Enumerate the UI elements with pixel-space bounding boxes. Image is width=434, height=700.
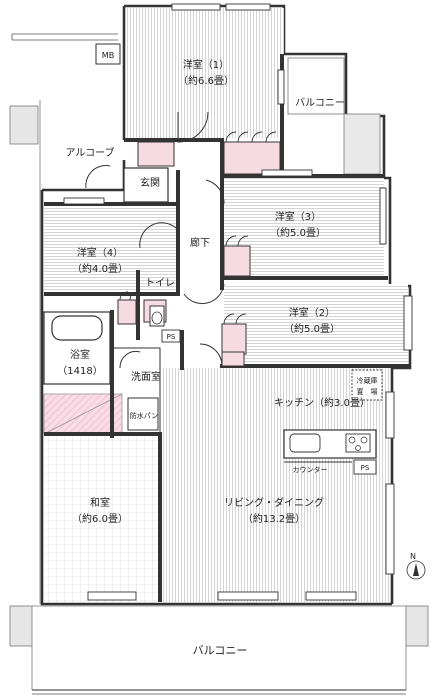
balcony-side-label: バルコニー — [295, 97, 345, 109]
entrance-area — [123, 141, 175, 203]
western-room-4-name: 洋室（4） — [77, 246, 123, 259]
western-room-3-floor — [224, 178, 384, 278]
toilet-fixture — [149, 305, 165, 327]
alcove-name: アルコーブ — [65, 146, 114, 159]
western-room-1-floor — [126, 8, 284, 138]
balcony-side — [287, 57, 381, 175]
western-room-4-floor — [44, 206, 178, 292]
north-label: N — [410, 552, 416, 561]
western-room-2-floor — [224, 284, 408, 364]
western-room-3-name: 洋室（3） — [275, 210, 321, 223]
washroom-name: 洗面室 — [131, 370, 161, 383]
bath-name: 浴室 — [70, 348, 90, 361]
laundry-pan — [127, 397, 159, 431]
ldk-name: リビング・ダイニング — [224, 496, 324, 509]
ps-label-1: PS — [167, 333, 176, 341]
ps-label-2: PS — [361, 464, 370, 472]
washitsu-area: （約6.0畳） — [72, 512, 128, 525]
ps-box-2: PS — [353, 459, 377, 475]
western-room-2-name: 洋室（2） — [289, 306, 335, 319]
fridge-space: 冷蔵庫 置 場 — [351, 369, 383, 401]
toilet-name: トイレ — [145, 278, 175, 289]
closet-doors — [119, 131, 277, 325]
mb-label: MB — [102, 51, 114, 60]
exterior-lines — [11, 33, 118, 41]
living-dining-floor — [162, 368, 390, 602]
western-room-2-area: （約5.0畳） — [284, 322, 340, 335]
door-swings — [85, 111, 225, 369]
waterpan-label: 防水パン — [130, 411, 158, 420]
entrance-name: 玄関 — [140, 176, 160, 189]
western-room-1-area: （約6.6畳） — [178, 74, 234, 87]
bath-area: （1418） — [57, 365, 102, 377]
mb-box: MB — [95, 43, 121, 65]
hallway-name: 廊下 — [190, 236, 210, 249]
western-room-1-name: 洋室（1） — [183, 58, 229, 71]
fridge-label-1: 冷蔵庫 — [357, 376, 378, 385]
western-room-1-wall-right — [280, 54, 284, 174]
balcony-bottom-label: バルコニー — [193, 644, 248, 657]
kitchen-counter — [283, 429, 377, 463]
north-arrow-icon: N — [406, 552, 426, 580]
washitsu-name: 和室 — [90, 496, 110, 509]
room-labels: 洋室（1） （約6.6畳） 洋室（3） （約5.0畳） 洋室（4） （約4.0畳… — [57, 58, 370, 525]
kitchen-name: キッチン（約3.0畳） — [274, 396, 370, 409]
ldk-area: （約13.2畳） — [243, 512, 305, 525]
fridge-label-2: 置 場 — [357, 387, 378, 396]
closets — [117, 141, 281, 367]
left-outside-column — [9, 100, 41, 604]
balcony-bottom — [9, 605, 429, 695]
ps-box-1: PS — [161, 329, 181, 343]
counter-label: カウンター — [293, 465, 328, 474]
western-room-4-area: （約4.0畳） — [72, 262, 128, 275]
western-room-3-area: （約5.0畳） — [270, 226, 326, 239]
bathtub — [51, 315, 103, 341]
washitsu-floor — [44, 436, 158, 602]
windows — [63, 3, 413, 601]
